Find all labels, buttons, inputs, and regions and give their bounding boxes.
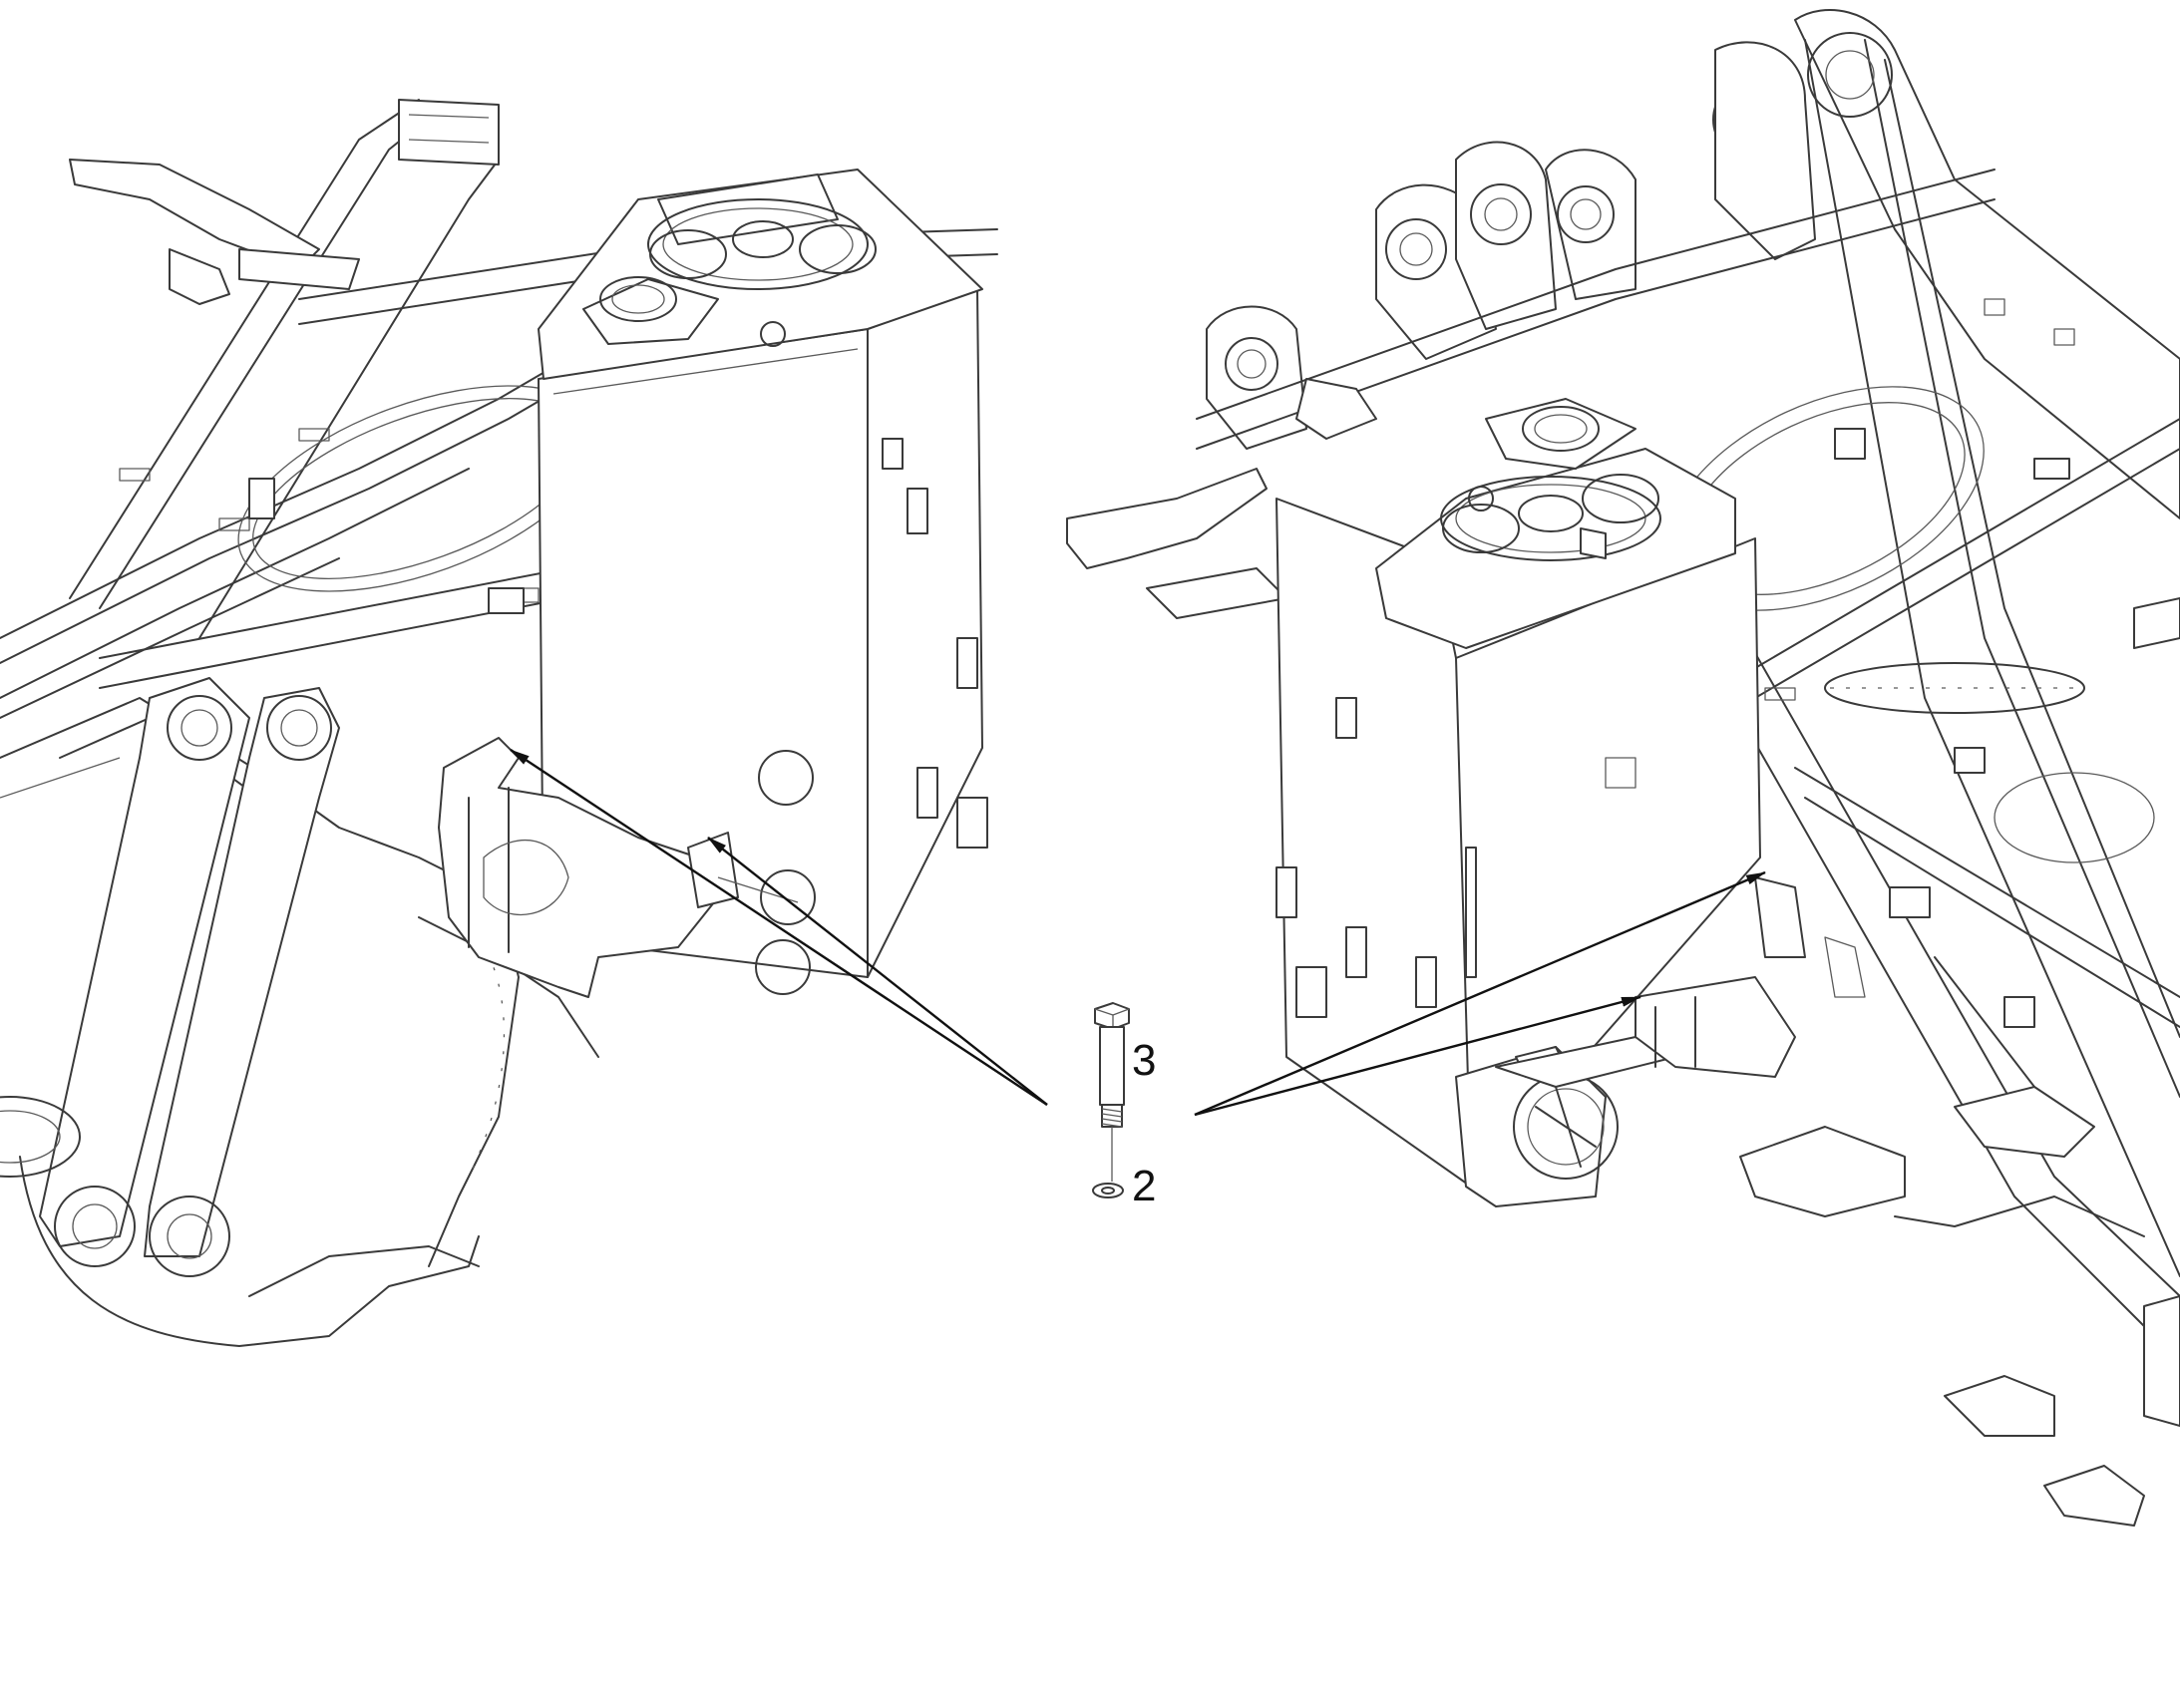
callout-washer-number: 2 [1132,1162,1157,1210]
callout-bolt-number: 3 [1132,1036,1157,1085]
leader-right-lower [1194,995,1641,1117]
leader-right-upper [1194,870,1766,1117]
right-hydraulic-tank [1275,398,1866,1207]
leader-left-bracket [510,748,1048,1107]
right-frame-assembly [1066,9,2180,1527]
leader-left-tank [707,837,1048,1106]
left-frame-assembly [0,99,998,1347]
lock-washer-icon [1092,1183,1124,1198]
leader-lines [510,748,1766,1117]
hex-bolt-icon [1094,1002,1130,1182]
left-hydraulic-tank [438,169,988,998]
